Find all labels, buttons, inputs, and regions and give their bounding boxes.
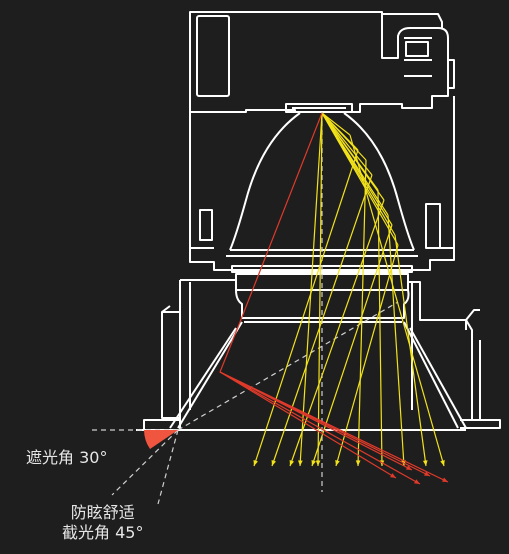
direct-ray-arrowhead [315,460,321,466]
reflected-ray [377,189,383,467]
reflected-ray-arrowhead [422,460,428,466]
trim-collar [136,265,501,431]
incident-ray [321,112,367,161]
anti-glare-label: 防眩舒适 [70,503,135,522]
direct-ray-arrowhead [298,460,303,466]
scattered-glare-ray [219,371,397,479]
scattered-glare-ray-arrowhead [442,477,448,482]
reflected-ray [387,214,405,467]
scattered-glare-ray [219,371,449,483]
reflected-ray [357,159,367,467]
scattered-glare-ray-arrowhead [390,473,396,478]
direct-ray [317,112,323,467]
reflected-ray [394,234,427,467]
reflected-ray-arrowhead [440,460,445,466]
glare-light-rays [219,112,449,485]
scattered-glare-ray-arrowhead [414,479,420,484]
shielding-angle-line [177,301,399,431]
cutoff-angle-line [111,429,179,496]
reflected-ray [271,174,373,467]
incident-ray [321,112,389,216]
scattered-glare-ray-arrowhead [406,465,412,470]
anti-glare-cutoff-label: 防眩舒适 截光角 45° [62,503,143,543]
reflected-ray [335,244,399,467]
reflected-light-rays [253,112,445,467]
reflected-ray-arrowhead [289,460,295,466]
reflected-ray-arrowhead [355,460,361,466]
glare-ray [219,321,241,373]
scattered-glare-ray-arrowhead [424,471,430,476]
direct-ray [299,112,323,467]
incident-ray [321,112,373,176]
reflected-ray-arrowhead [271,460,277,466]
incident-ray [321,112,396,236]
reflected-ray [289,199,385,467]
scattered-glare-ray [219,371,421,485]
reflected-ray-arrowhead [253,460,258,466]
shielding-angle-wedge [144,430,178,449]
reflected-ray [349,134,445,467]
shielding-angle-label: 遮光角 30° [26,448,108,467]
reflected-ray-arrowhead [335,460,340,466]
incident-ray [321,112,351,136]
driver-housing [189,11,455,113]
reflected-ray-arrowhead [311,460,316,466]
reflected-ray [253,149,359,467]
incident-ray [321,112,379,191]
cutoff-angle-label: 截光角 45° [62,523,144,542]
glare-ray [239,112,323,323]
